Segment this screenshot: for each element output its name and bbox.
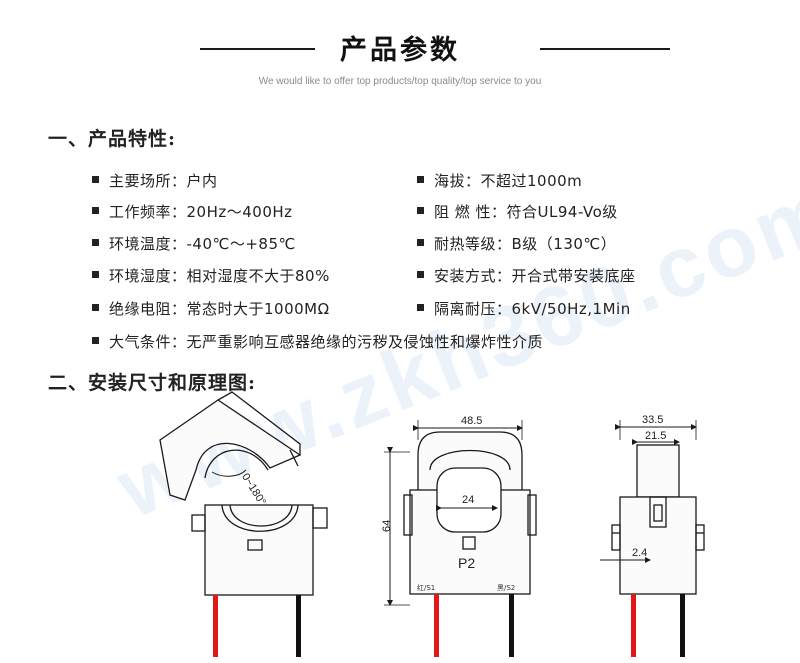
side-width-inner-label: 21.5 bbox=[645, 430, 666, 442]
bullet-icon bbox=[417, 176, 424, 183]
spec-text: 环境温度：-40℃～+85℃ bbox=[109, 235, 296, 253]
bullet-icon bbox=[417, 304, 424, 311]
lead-red bbox=[434, 594, 439, 657]
drawing-side-view bbox=[600, 420, 705, 595]
bullet-icon bbox=[92, 337, 99, 344]
page-subtitle: We would like to offer top products/top … bbox=[258, 76, 542, 87]
spec-item: 隔离耐压：6kV/50Hz,1Min bbox=[417, 298, 631, 319]
section-title-features: 一、产品特性: bbox=[48, 128, 177, 150]
front-hole-label: 24 bbox=[462, 494, 474, 506]
bullet-icon bbox=[92, 176, 99, 183]
front-height-label: 64 bbox=[381, 520, 393, 532]
bullet-icon bbox=[92, 304, 99, 311]
side-width-outer-label: 33.5 bbox=[642, 414, 663, 426]
spec-item: 主要场所：户内 bbox=[92, 170, 218, 191]
bullet-icon bbox=[92, 207, 99, 214]
lead-red bbox=[213, 595, 218, 657]
spec-text: 隔离耐压：6kV/50Hz,1Min bbox=[434, 300, 631, 318]
lead-left-label: 红/S1 bbox=[417, 583, 435, 592]
spec-item: 绝缘电阻：常态时大于1000MΩ bbox=[92, 298, 330, 319]
spec-text: 海拔：不超过1000m bbox=[434, 172, 583, 190]
spec-item: 环境温度：-40℃～+85℃ bbox=[92, 233, 296, 254]
bullet-icon bbox=[417, 207, 424, 214]
front-model-label: P2 bbox=[458, 555, 475, 571]
lead-red bbox=[631, 594, 636, 657]
lead-right-label: 黑/S2 bbox=[497, 584, 515, 592]
spec-text: 大气条件：无严重影响互感器绝缘的污秽及侵蚀性和爆炸性介质 bbox=[109, 333, 544, 351]
open-angle-label: 0~180° bbox=[239, 471, 268, 507]
lead-black bbox=[296, 595, 301, 657]
side-offset-label: 2.4 bbox=[632, 547, 647, 559]
spec-text: 主要场所：户内 bbox=[109, 172, 218, 190]
title-rule-left bbox=[200, 48, 315, 50]
spec-item: 工作频率：20Hz～400Hz bbox=[92, 201, 293, 222]
spec-item: 环境湿度：相对湿度不大于80% bbox=[92, 265, 330, 286]
bullet-icon bbox=[417, 239, 424, 246]
front-width-label: 48.5 bbox=[461, 415, 482, 427]
drawing-front-view bbox=[384, 420, 537, 606]
spec-text: 耐热等级：B级（130℃） bbox=[434, 235, 617, 253]
spec-text: 环境湿度：相对湿度不大于80% bbox=[109, 267, 330, 285]
spec-item: 海拔：不超过1000m bbox=[417, 170, 582, 191]
spec-item: 耐热等级：B级（130℃） bbox=[417, 233, 616, 254]
lead-black bbox=[680, 594, 685, 657]
page-title: 产品参数 bbox=[340, 35, 460, 66]
drawing-open-clamp bbox=[159, 391, 328, 596]
bullet-icon bbox=[92, 239, 99, 246]
spec-item: 大气条件：无严重影响互感器绝缘的污秽及侵蚀性和爆炸性介质 bbox=[92, 331, 543, 352]
header: 产品参数 bbox=[0, 28, 800, 68]
bullet-icon bbox=[92, 271, 99, 278]
spec-text: 安装方式：开合式带安装底座 bbox=[434, 267, 636, 285]
section-title-dimensions: 二、安装尺寸和原理图: bbox=[48, 372, 257, 394]
spec-item: 安装方式：开合式带安装底座 bbox=[417, 265, 636, 286]
spec-text: 工作频率：20Hz～400Hz bbox=[109, 203, 293, 221]
title-rule-right bbox=[540, 48, 670, 50]
spec-item: 阻 燃 性：符合UL94-Vo级 bbox=[417, 201, 618, 222]
spec-text: 阻 燃 性：符合UL94-Vo级 bbox=[434, 203, 618, 221]
lead-black bbox=[509, 594, 514, 657]
bullet-icon bbox=[417, 271, 424, 278]
spec-text: 绝缘电阻：常态时大于1000MΩ bbox=[109, 300, 330, 318]
